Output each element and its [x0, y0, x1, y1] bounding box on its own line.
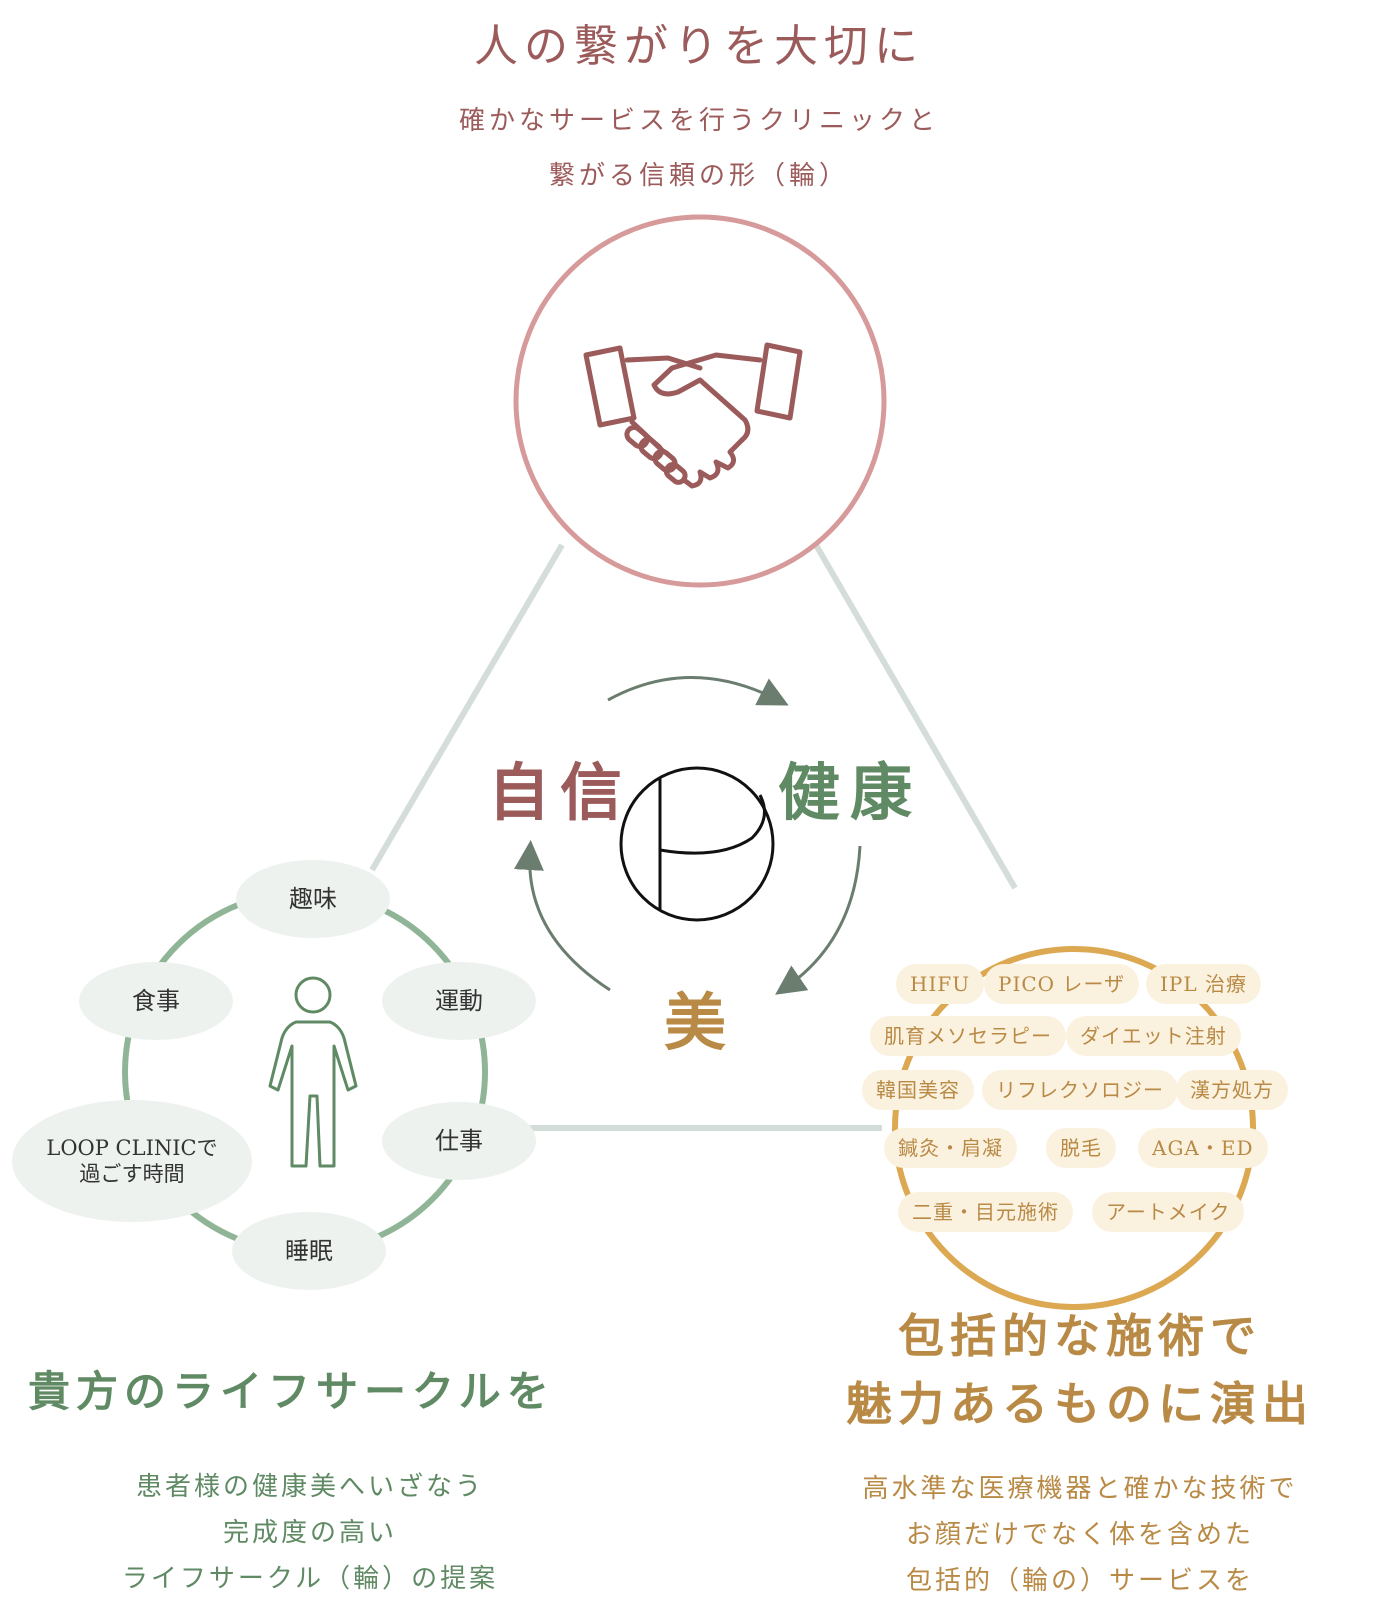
service-tag-aga-ed: AGA・ED	[1138, 1128, 1268, 1168]
service-tag-pico-laser: PICO レーザ	[984, 964, 1140, 1004]
loop-logo-icon	[619, 766, 775, 922]
service-tag-ipl: IPL 治療	[1146, 964, 1261, 1004]
services-desc-line-1: 高水準な医療機器と確かな技術で	[862, 1474, 1298, 1504]
life-circle-desc-line-1: 患者様の健康美へいざなう	[135, 1472, 484, 1502]
life-circle-title: 貴方のライフサークルを	[28, 1367, 555, 1416]
top-subtitle-line-2: 繋がる信頼の形（輪）	[548, 161, 849, 191]
services-desc-line-2: お顔だけでなく体を含めた	[905, 1520, 1254, 1550]
cycle-arrow-right	[775, 845, 862, 995]
cycle-arrow-left	[513, 840, 611, 992]
life-circle-desc-line-2: 完成度の高い	[222, 1518, 397, 1548]
service-tag-reflexology: リフレクソロジー	[982, 1070, 1178, 1110]
cycle-arrow-top	[607, 676, 789, 706]
service-tag-eyelid: 二重・目元施術	[898, 1192, 1073, 1232]
life-item-loop-clinic-time: LOOP CLINICで 過ごす時間	[12, 1100, 252, 1222]
service-tag-korean-beauty: 韓国美容	[862, 1070, 974, 1110]
center-word-confidence: 自信	[488, 756, 633, 829]
service-tag-acupuncture: 鍼灸・肩凝	[884, 1128, 1017, 1168]
life-item-exercise: 運動	[382, 962, 536, 1040]
service-tag-skin-mesotherapy: 肌育メソセラピー	[870, 1016, 1066, 1056]
trust-ring	[513, 214, 887, 588]
life-item-work: 仕事	[382, 1102, 536, 1180]
service-tag-hair-removal: 脱毛	[1046, 1128, 1116, 1168]
connector-line-top-left	[369, 543, 565, 872]
center-word-health: 健康	[778, 756, 923, 829]
person-icon	[268, 976, 358, 1168]
services-title-line-1: 包括的な施術で	[898, 1309, 1262, 1363]
service-tag-art-make: アートメイク	[1092, 1192, 1245, 1232]
service-tag-kampo: 漢方処方	[1176, 1070, 1288, 1110]
life-circle-desc-line-3: ライフサークル（輪）の提案	[121, 1564, 499, 1594]
top-subtitle-line-1: 確かなサービスを行うクリニックと	[458, 106, 939, 136]
connector-line-top-right	[813, 543, 1018, 890]
life-item-sleep: 睡眠	[232, 1212, 386, 1290]
life-item-hobby: 趣味	[236, 860, 390, 938]
life-item-meal: 食事	[79, 962, 233, 1040]
services-title-line-2: 魅力あるものに演出	[846, 1377, 1314, 1431]
service-tag-hifu: HIFU	[896, 964, 985, 1004]
service-tag-diet-injection: ダイエット注射	[1066, 1016, 1241, 1056]
services-desc-line-3: 包括的（輪の）サービスを	[905, 1566, 1254, 1596]
top-title: 人の繋がりを大切に	[474, 21, 924, 72]
center-word-beauty: 美	[664, 986, 737, 1059]
handshake-icon	[583, 342, 803, 489]
